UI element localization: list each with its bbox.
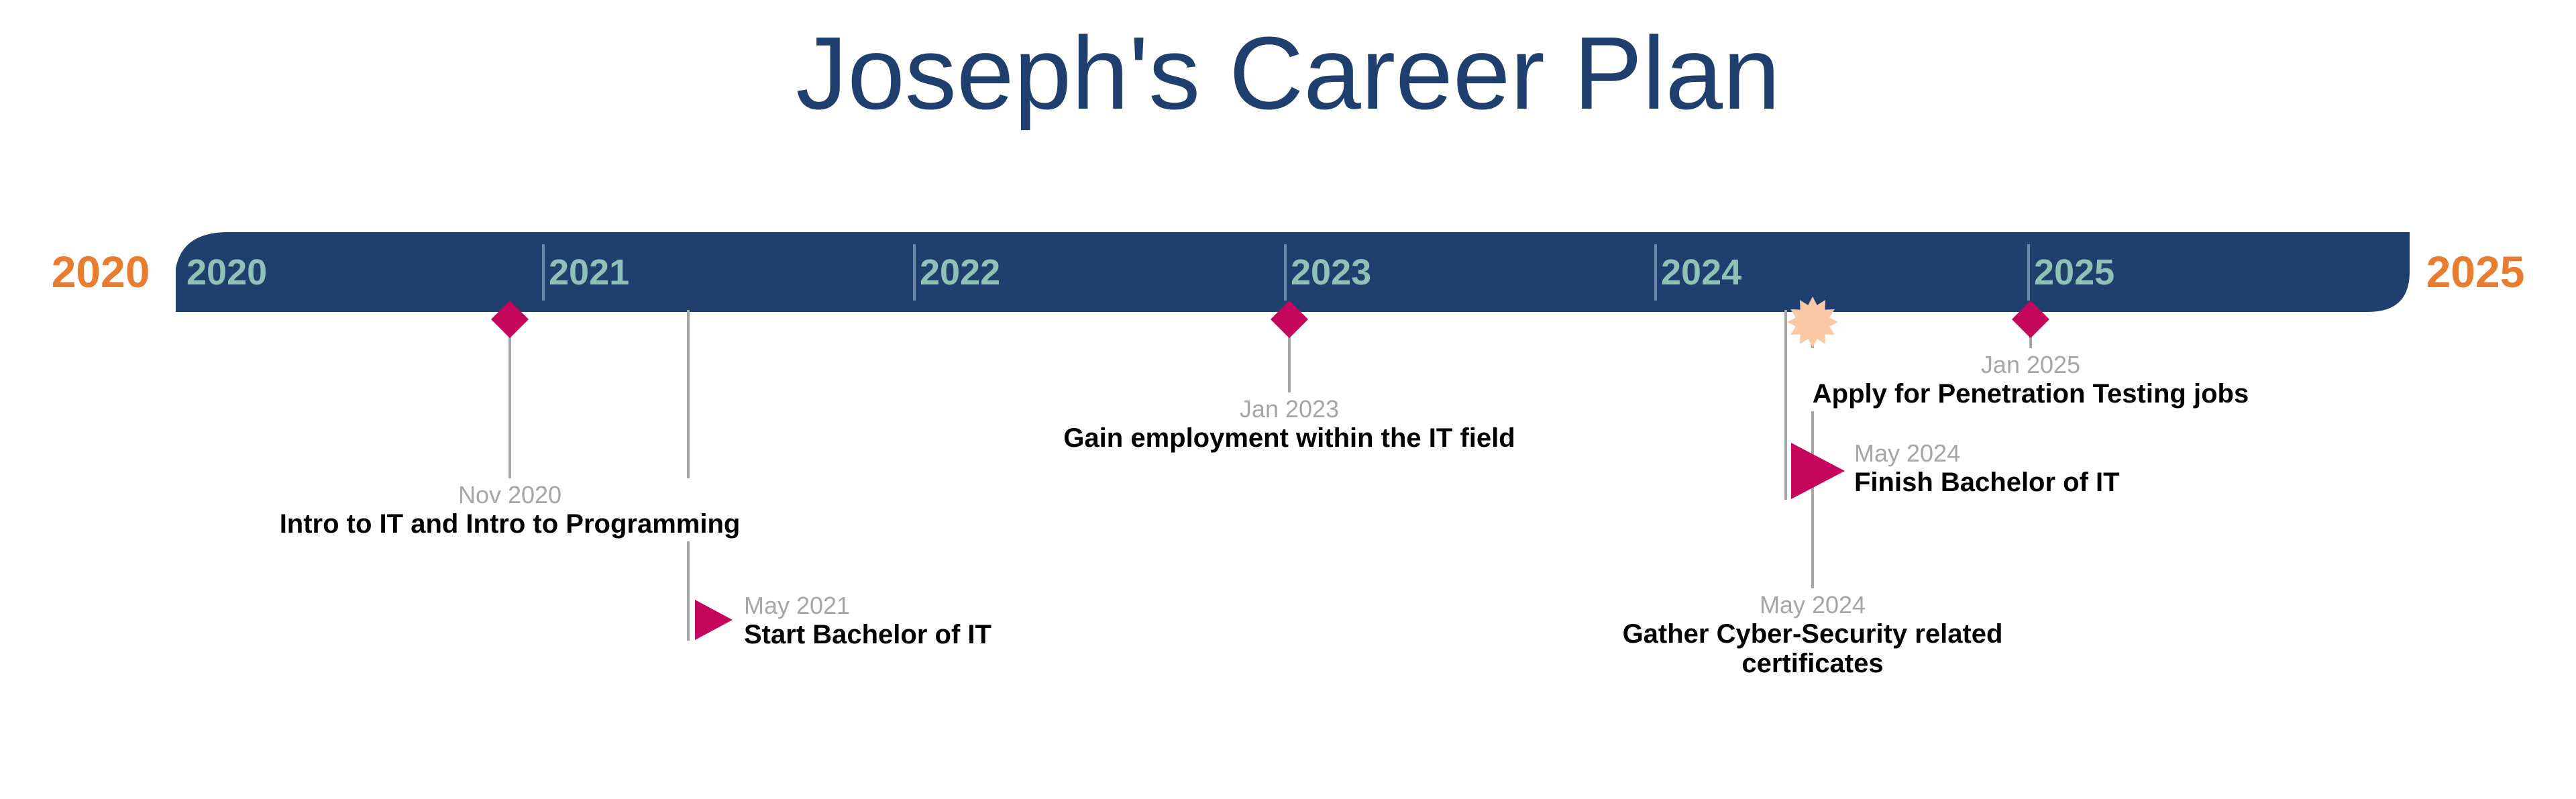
milestone-title: Gain employment within the IT field	[1063, 423, 1515, 453]
flag-marker	[695, 600, 733, 640]
range-start-label: 2020	[52, 247, 150, 297]
diamond-marker	[1271, 301, 1308, 338]
label-backdrop	[1059, 392, 1519, 456]
diamond-marker	[491, 301, 529, 338]
year-label: 2020	[186, 252, 267, 292]
milestone-title: Start Bachelor of IT	[744, 620, 991, 649]
year-label: 2024	[1661, 252, 1741, 292]
milestone-date: Jan 2025	[1981, 351, 2080, 378]
range-end-label: 2025	[2426, 247, 2525, 297]
milestone-date: May 2021	[744, 592, 850, 619]
label-backdrop	[740, 589, 996, 652]
year-label: 2023	[1291, 252, 1371, 292]
year-label: 2021	[549, 252, 629, 292]
milestone-date: Jan 2023	[1240, 395, 1339, 423]
milestone-title: Intro to IT and Intro to Programming	[280, 509, 741, 539]
milestone-title: certificates	[1741, 649, 1883, 678]
milestone-date: May 2024	[1760, 591, 1866, 619]
year-label: 2022	[920, 252, 1000, 292]
flag-marker	[1791, 443, 1845, 499]
starburst-marker	[1787, 297, 1838, 348]
milestone-date: May 2024	[1854, 439, 1960, 467]
milestone-title: Apply for Penetration Testing jobs	[1813, 379, 2249, 409]
milestone-title: Gather Cyber-Security related	[1623, 619, 2003, 649]
milestone-title: Finish Bachelor of IT	[1854, 468, 2120, 497]
label-backdrop	[275, 478, 745, 541]
page-title: Joseph's Career Plan	[796, 15, 1780, 131]
label-backdrop	[1850, 437, 2124, 500]
year-label: 2025	[2034, 252, 2114, 292]
label-backdrop	[1808, 348, 2253, 411]
diamond-marker	[2012, 301, 2049, 338]
label-backdrop	[1618, 588, 2007, 681]
milestone-markers	[491, 297, 2049, 640]
milestone-date: Nov 2020	[458, 481, 561, 509]
timeline-band	[176, 232, 2410, 312]
year-axis: 2020 2021 2022 2023 2024 2025	[186, 244, 2114, 301]
